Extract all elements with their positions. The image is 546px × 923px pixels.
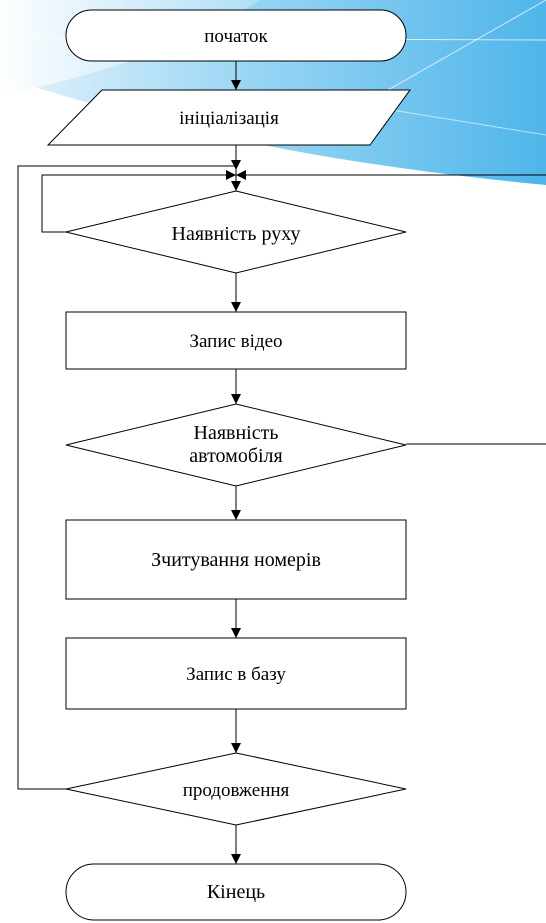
end-terminator — [65, 863, 407, 921]
init-parallelogram — [46, 89, 411, 146]
start-terminator — [65, 9, 407, 62]
continue-check-label: продовження — [183, 780, 290, 801]
record-video-label: Запис відео — [189, 331, 282, 352]
loop-motion-no — [41, 174, 236, 233]
connectors — [17, 61, 546, 864]
record-video-box — [65, 311, 407, 370]
continue-check-diamond — [65, 752, 407, 826]
read-plates-label: Зчитування номерів — [151, 549, 321, 571]
init-label: ініціалізація — [179, 108, 279, 129]
read-plates-box — [65, 519, 407, 600]
car-check-diamond — [65, 403, 407, 487]
start-label: початок — [204, 26, 268, 47]
motion-check-label: Наявність руху — [172, 223, 301, 245]
loop-continue-yes — [17, 165, 236, 790]
save-db-box — [65, 637, 407, 710]
car-check-label-line2: автомобіля — [189, 445, 283, 467]
motion-check-diamond — [65, 190, 407, 274]
arrowheads — [226, 80, 246, 864]
end-label: Кінець — [207, 881, 265, 903]
car-check-label-line1: Наявність — [194, 422, 279, 444]
save-db-label: Запис в базу — [186, 664, 286, 685]
